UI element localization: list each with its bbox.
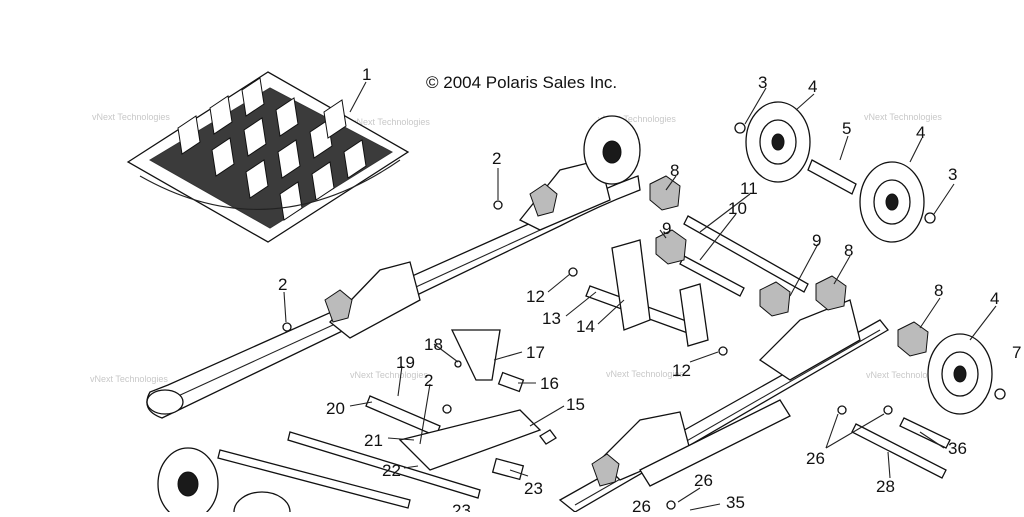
callout-26: 26 xyxy=(694,471,713,490)
callout-2: 2 xyxy=(278,275,287,294)
callout-14: 14 xyxy=(576,317,595,336)
callout-11: 11 xyxy=(740,179,758,198)
callout-4: 4 xyxy=(916,123,925,142)
callout-13: 13 xyxy=(542,309,561,328)
watermark: vNext Technologies xyxy=(598,114,676,124)
callout-9: 9 xyxy=(812,231,821,250)
watermark: vNext Technologies xyxy=(90,374,168,384)
callout-8: 8 xyxy=(844,241,853,260)
copyright-text: © 2004 Polaris Sales Inc. xyxy=(426,73,617,92)
callout-3: 3 xyxy=(758,73,767,92)
callout-35: 35 xyxy=(726,493,745,512)
callout-26: 26 xyxy=(632,497,651,512)
callout-12: 12 xyxy=(672,361,691,380)
callout-8: 8 xyxy=(670,161,679,180)
leader-lines xyxy=(283,81,997,511)
callout-10: 10 xyxy=(728,199,747,218)
callout-23: 23 xyxy=(452,501,471,512)
callout-18: 18 xyxy=(424,335,443,354)
idler-wheels xyxy=(157,101,1006,517)
callout-16: 16 xyxy=(540,374,559,393)
callout-4: 4 xyxy=(808,77,817,96)
callout-2: 2 xyxy=(424,371,433,390)
watermark: vNext Technologies xyxy=(350,370,428,380)
callout-28: 28 xyxy=(876,477,895,496)
callout-3: 3 xyxy=(948,165,957,184)
shafts xyxy=(217,159,951,510)
callout-23: 23 xyxy=(524,479,543,498)
watermarks: vNext Technologies vNext Technologies vN… xyxy=(90,112,944,384)
left-rail xyxy=(146,115,641,419)
callout-9: 9 xyxy=(662,219,671,238)
callout-12: 12 xyxy=(526,287,545,306)
watermark: vNext Technologies xyxy=(606,369,684,379)
callout-21: 21 xyxy=(364,431,383,450)
right-rail xyxy=(558,299,889,513)
callout-4: 4 xyxy=(990,289,999,308)
callout-22: 22 xyxy=(382,461,401,480)
callout-26: 26 xyxy=(806,449,825,468)
callout-2: 2 xyxy=(492,149,501,168)
callout-20: 20 xyxy=(326,399,345,418)
callout-5: 5 xyxy=(842,119,851,138)
callout-17: 17 xyxy=(526,343,545,362)
watermark: vNext Technologies xyxy=(92,112,170,122)
watermark: vNext Technologies xyxy=(864,112,942,122)
track-part xyxy=(126,71,410,243)
callout-8: 8 xyxy=(934,281,943,300)
callout-19: 19 xyxy=(396,353,415,372)
watermark: vNext Technologies xyxy=(352,117,430,127)
callout-1: 1 xyxy=(362,65,371,84)
callout-36: 36 xyxy=(948,439,967,458)
callout-15: 15 xyxy=(566,395,585,414)
callout-labels: 1 2 3 4 5 3 4 8 11 10 9 8 2 12 13 14 9 8… xyxy=(278,65,1021,517)
callout-7: 7 xyxy=(1012,343,1021,362)
watermark: vNext Technologies xyxy=(866,370,944,380)
